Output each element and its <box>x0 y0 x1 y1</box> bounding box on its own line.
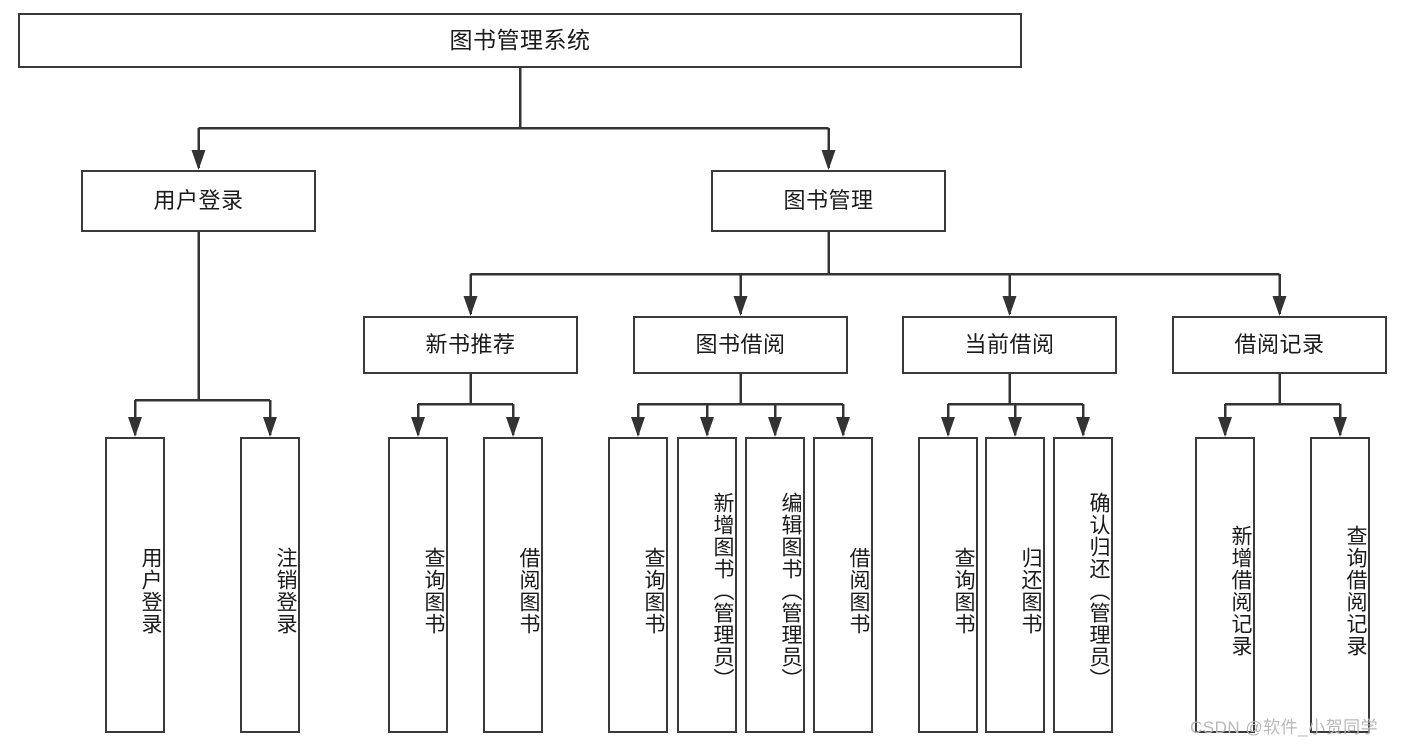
node-l9[interactable]: 查询图书 <box>918 437 978 733</box>
node-label: 归还图书 <box>1019 547 1042 635</box>
node-label: 用户登录 <box>153 187 244 213</box>
node-label: 注销登录 <box>274 547 297 635</box>
node-label: 查询图书 <box>642 547 665 635</box>
node-label: 查询借阅记录 <box>1344 525 1367 657</box>
node-l2[interactable]: 注销登录 <box>240 437 300 733</box>
node-label: 查询图书 <box>952 547 975 635</box>
node-label: 借阅图书 <box>847 547 870 635</box>
node-label: 查询图书 <box>422 547 445 635</box>
node-label: 图书管理系统 <box>449 26 591 53</box>
node-label: 当前借阅 <box>964 331 1055 357</box>
node-l6[interactable]: 新增图书（管理员） <box>677 437 737 733</box>
node-records[interactable]: 借阅记录 <box>1172 316 1387 374</box>
node-l12[interactable]: 新增借阅记录 <box>1195 437 1255 733</box>
node-l11[interactable]: 确认归还（管理员） <box>1053 437 1113 733</box>
csdn-watermark: CSDN @软件_小贺同学 <box>1190 718 1379 737</box>
node-label: 图书借阅 <box>695 331 786 357</box>
node-login[interactable]: 用户登录 <box>81 170 316 232</box>
node-label: 借阅记录 <box>1234 331 1325 357</box>
node-label: 借阅图书 <box>517 547 540 635</box>
node-l8[interactable]: 借阅图书 <box>813 437 873 733</box>
node-root[interactable]: 图书管理系统 <box>18 13 1022 68</box>
node-l13[interactable]: 查询借阅记录 <box>1310 437 1370 733</box>
node-l4[interactable]: 借阅图书 <box>483 437 543 733</box>
node-label: 新增图书（管理员） <box>711 492 734 690</box>
node-label: 确认归还（管理员） <box>1087 492 1110 690</box>
node-borrow[interactable]: 图书借阅 <box>633 316 848 374</box>
node-bookmgmt[interactable]: 图书管理 <box>711 170 946 232</box>
node-l1[interactable]: 用户登录 <box>105 437 165 733</box>
node-newbook[interactable]: 新书推荐 <box>363 316 578 374</box>
node-l3[interactable]: 查询图书 <box>388 437 448 733</box>
node-label: 图书管理 <box>783 187 874 213</box>
node-label: 用户登录 <box>139 547 162 635</box>
node-label: 新书推荐 <box>425 331 516 357</box>
node-l10[interactable]: 归还图书 <box>985 437 1045 733</box>
node-label: 新增借阅记录 <box>1229 525 1252 657</box>
node-l5[interactable]: 查询图书 <box>608 437 668 733</box>
node-l7[interactable]: 编辑图书（管理员） <box>745 437 805 733</box>
node-current[interactable]: 当前借阅 <box>902 316 1117 374</box>
node-label: 编辑图书（管理员） <box>779 492 802 690</box>
